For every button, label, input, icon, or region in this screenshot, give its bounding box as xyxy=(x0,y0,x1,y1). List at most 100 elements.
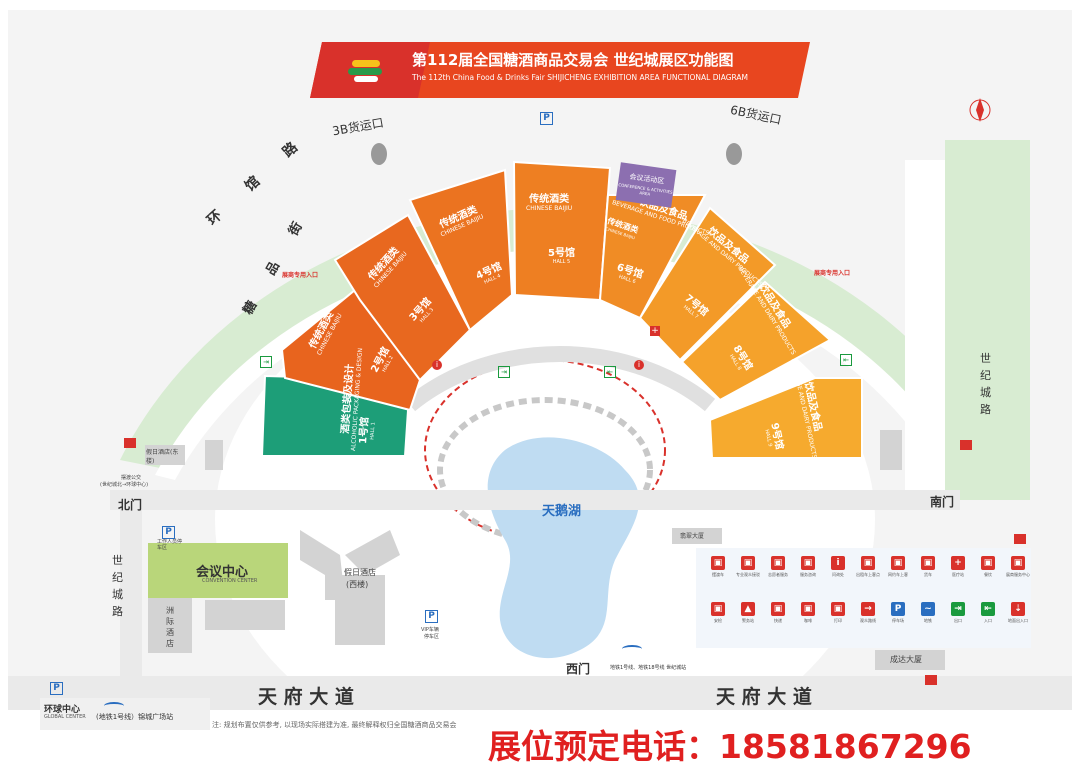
info-icon: i xyxy=(432,360,442,370)
hall-3-shape[interactable] xyxy=(333,213,472,382)
legend-item: ▣ 服务咨询 xyxy=(792,556,824,582)
convention-center xyxy=(148,543,288,598)
hall-5-name-cn: 5号馆 xyxy=(548,248,575,259)
legend-label: 展商服务中心 xyxy=(1006,572,1030,577)
east-entrance-label: 展商专用入口 xyxy=(814,270,851,277)
fair-logo-icon xyxy=(348,56,384,84)
hall-5-category-cn: 传统酒类 xyxy=(529,194,570,205)
global-center-box: 环球中心 GLOBAL CENTER (地铁1号线）锦城广场站 xyxy=(40,698,210,730)
parking-icon: P xyxy=(50,682,63,695)
cross-road xyxy=(110,490,960,510)
legend-label: 出口 xyxy=(954,618,962,623)
west-entrance-label: 展商专用入口 xyxy=(282,272,319,279)
global-center-cn: 环球中心 xyxy=(44,705,81,715)
hall-7-shape[interactable] xyxy=(638,206,777,362)
north-gate-label: 北门 xyxy=(118,498,143,512)
legend-label: 地面出入口 xyxy=(1008,618,1028,623)
parking-icon: P xyxy=(425,610,438,623)
building-block xyxy=(880,430,902,470)
legend-label: 医疗站 xyxy=(952,572,964,577)
building-block xyxy=(205,440,223,470)
hall-1-name-cn: 1号馆 xyxy=(358,416,371,445)
conference-area: 会议活动区 CONFERENCE & ACTIVITIES AREA xyxy=(615,162,677,208)
hall-5-shape[interactable] xyxy=(512,160,612,302)
legend-label: 志愿者服务 xyxy=(768,572,788,577)
tianfu-avenue-right: 天 府 大 道 xyxy=(716,686,812,708)
bus-icon xyxy=(960,440,972,450)
legend-label: 摆渡车 xyxy=(712,572,724,577)
swan-lake-label: 天鹅湖 xyxy=(542,504,582,519)
exit-icon: ⇥ xyxy=(260,356,272,368)
vip-parking-label: VIP车辆 xyxy=(421,627,439,633)
metro-icon xyxy=(622,645,642,653)
staff-parking-label: 工作人员停车区 xyxy=(157,539,183,551)
parking-icon: P xyxy=(891,602,905,616)
header-title-en: The 112th China Food & Drinks Fair SHIJI… xyxy=(412,73,749,82)
south-gate-label: 南门 xyxy=(930,495,955,509)
chengda-label: 成达大厦 xyxy=(890,655,922,664)
convention-center-en: CONVENTION CENTER xyxy=(202,578,258,584)
legend-label: 问询处 xyxy=(832,572,844,577)
convention-annex xyxy=(205,600,285,630)
shop-icon: ▣ xyxy=(1011,556,1025,570)
legend-item: ▣货车 xyxy=(912,556,944,582)
holiday-hotel-east xyxy=(145,445,185,465)
cargo-gate-marker xyxy=(726,143,742,165)
shuttle-icon: ▣ xyxy=(741,556,755,570)
legend-label: 警务站 xyxy=(742,618,754,623)
walkway-ring xyxy=(437,397,653,543)
hall-4-shape[interactable] xyxy=(408,168,514,332)
bus-icon: ▣ xyxy=(711,556,725,570)
inner-corridor xyxy=(404,345,716,412)
legend-label: 打印 xyxy=(834,618,842,623)
legend-label: 出租车上客点 xyxy=(856,572,880,577)
hotel-west-left-wing xyxy=(300,530,345,600)
police-icon: ▲ xyxy=(741,602,755,616)
legend-item: ▣网约车上客 xyxy=(882,556,914,582)
holiday-hotel-west-label: 假日酒店 xyxy=(344,568,376,577)
shuttle-bus-sub: (世纪城北→环球中心) xyxy=(100,482,149,488)
convention-center-label: 会议中心 xyxy=(196,565,249,580)
intercontinental-hotel xyxy=(148,598,192,653)
hall-2-shape[interactable] xyxy=(280,288,422,412)
global-center-en: GLOBAL CENTER xyxy=(44,714,86,720)
century-city-road-right: 世纪城路 xyxy=(980,352,991,416)
legend-label: 入口 xyxy=(984,618,992,623)
jiacui-building xyxy=(672,528,722,544)
parking-icon: P xyxy=(162,526,175,539)
legend-item: →观众路线 xyxy=(852,602,884,628)
legend-item: +医疗站 xyxy=(942,556,974,582)
legend-label: 地铁 xyxy=(924,618,932,623)
legend-label: 服务咨询 xyxy=(800,572,816,577)
hall-8-shape[interactable] xyxy=(680,280,832,402)
entrance-icon: ⇤ xyxy=(981,602,995,616)
hall-9-shape[interactable] xyxy=(708,377,863,459)
legend-label: 观众路线 xyxy=(860,618,876,623)
info-icon: i xyxy=(831,556,845,570)
holiday-hotel-east-label: 假日酒店(东楼) xyxy=(146,449,179,465)
compass-icon xyxy=(969,98,991,122)
legend-item: i 问询处 xyxy=(822,556,854,582)
van-icon: ▣ xyxy=(771,556,785,570)
halls-layer xyxy=(260,160,863,459)
food-icon: ▣ xyxy=(981,556,995,570)
legend-item: ▣ 摆渡车 xyxy=(702,556,734,582)
intercontinental-label: 洲际酒店 xyxy=(166,606,174,648)
metro-station-mid: 地铁1号线、地铁18号线 世纪城站 xyxy=(610,665,687,671)
outer-green-belt xyxy=(120,207,1000,470)
exit-icon: ⇥ xyxy=(498,366,510,378)
legend-item: ▣专业观众接驳 xyxy=(732,556,764,582)
reception-icon: ▣ xyxy=(801,556,815,570)
legend-label: 网约车上客 xyxy=(888,572,908,577)
west-gate-label: 西门 xyxy=(566,662,591,676)
metro-icon xyxy=(104,702,124,710)
hall-5-name-en: HALL 5 xyxy=(552,259,571,265)
vip-parking-sub: 停车区 xyxy=(424,634,440,640)
security-icon: ▣ xyxy=(711,602,725,616)
legend-label: 咖啡 xyxy=(804,618,812,623)
shuttle-bus-label: 摆渡公交 xyxy=(121,475,142,481)
